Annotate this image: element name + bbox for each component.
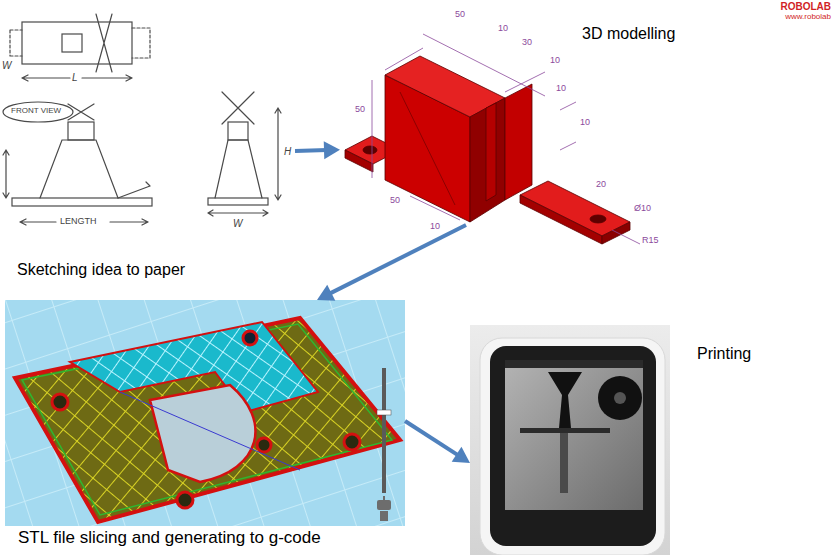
dimension-value: Ø10 xyxy=(634,204,651,214)
dimension-value: R15 xyxy=(642,236,659,246)
dimension-value: 20 xyxy=(596,180,606,190)
dimension-value: 10 xyxy=(498,24,508,34)
sketch-note: W xyxy=(2,60,11,71)
sketch-note: LENGTH xyxy=(60,217,97,227)
dimension-value: 10 xyxy=(550,56,560,66)
printer-photo xyxy=(470,325,670,555)
flow-arrow xyxy=(295,141,340,159)
flow-arrow xyxy=(317,225,466,301)
arrow-head xyxy=(324,141,340,159)
step-caption: STL file slicing and generating to g-cod… xyxy=(18,528,321,548)
cad-model xyxy=(345,56,630,244)
step-caption: Printing xyxy=(697,345,751,363)
dimension-value: 50 xyxy=(390,196,400,206)
step-caption: Sketching idea to paper xyxy=(17,261,185,279)
slicer-screenshot xyxy=(5,300,405,526)
arrow-head xyxy=(317,285,335,301)
arrow-shaft xyxy=(405,421,459,456)
arrow-shaft xyxy=(295,148,327,153)
flow-arrow xyxy=(405,421,470,463)
dimension-value: 30 xyxy=(522,38,532,48)
slicing-step: STL file slicing and generating to g-cod… xyxy=(5,300,405,552)
sketch-note: FRONT VIEW xyxy=(11,107,61,116)
dimension-value: 50 xyxy=(455,10,465,20)
sketch-note: L xyxy=(72,72,78,83)
printing-step: Printing xyxy=(470,325,670,555)
logo-url: www.robolab xyxy=(785,13,831,22)
sketch-note: H xyxy=(284,146,291,157)
paper-sketch xyxy=(3,14,281,225)
sketch-note: W xyxy=(233,218,242,229)
logo-text: ROBOLAB xyxy=(780,1,831,12)
dimension-value: 10 xyxy=(580,118,590,128)
arrow-head xyxy=(452,447,470,463)
modelling-step: 3D modelling xyxy=(340,10,580,225)
dimension-value: 10 xyxy=(556,84,566,94)
dimension-lines xyxy=(372,34,640,244)
arrow-shaft xyxy=(329,225,466,294)
dimension-value: 50 xyxy=(355,105,365,115)
sketch-step: Sketching idea to paper xyxy=(5,15,295,287)
step-caption: 3D modelling xyxy=(582,25,675,43)
dimension-value: 10 xyxy=(430,222,440,232)
